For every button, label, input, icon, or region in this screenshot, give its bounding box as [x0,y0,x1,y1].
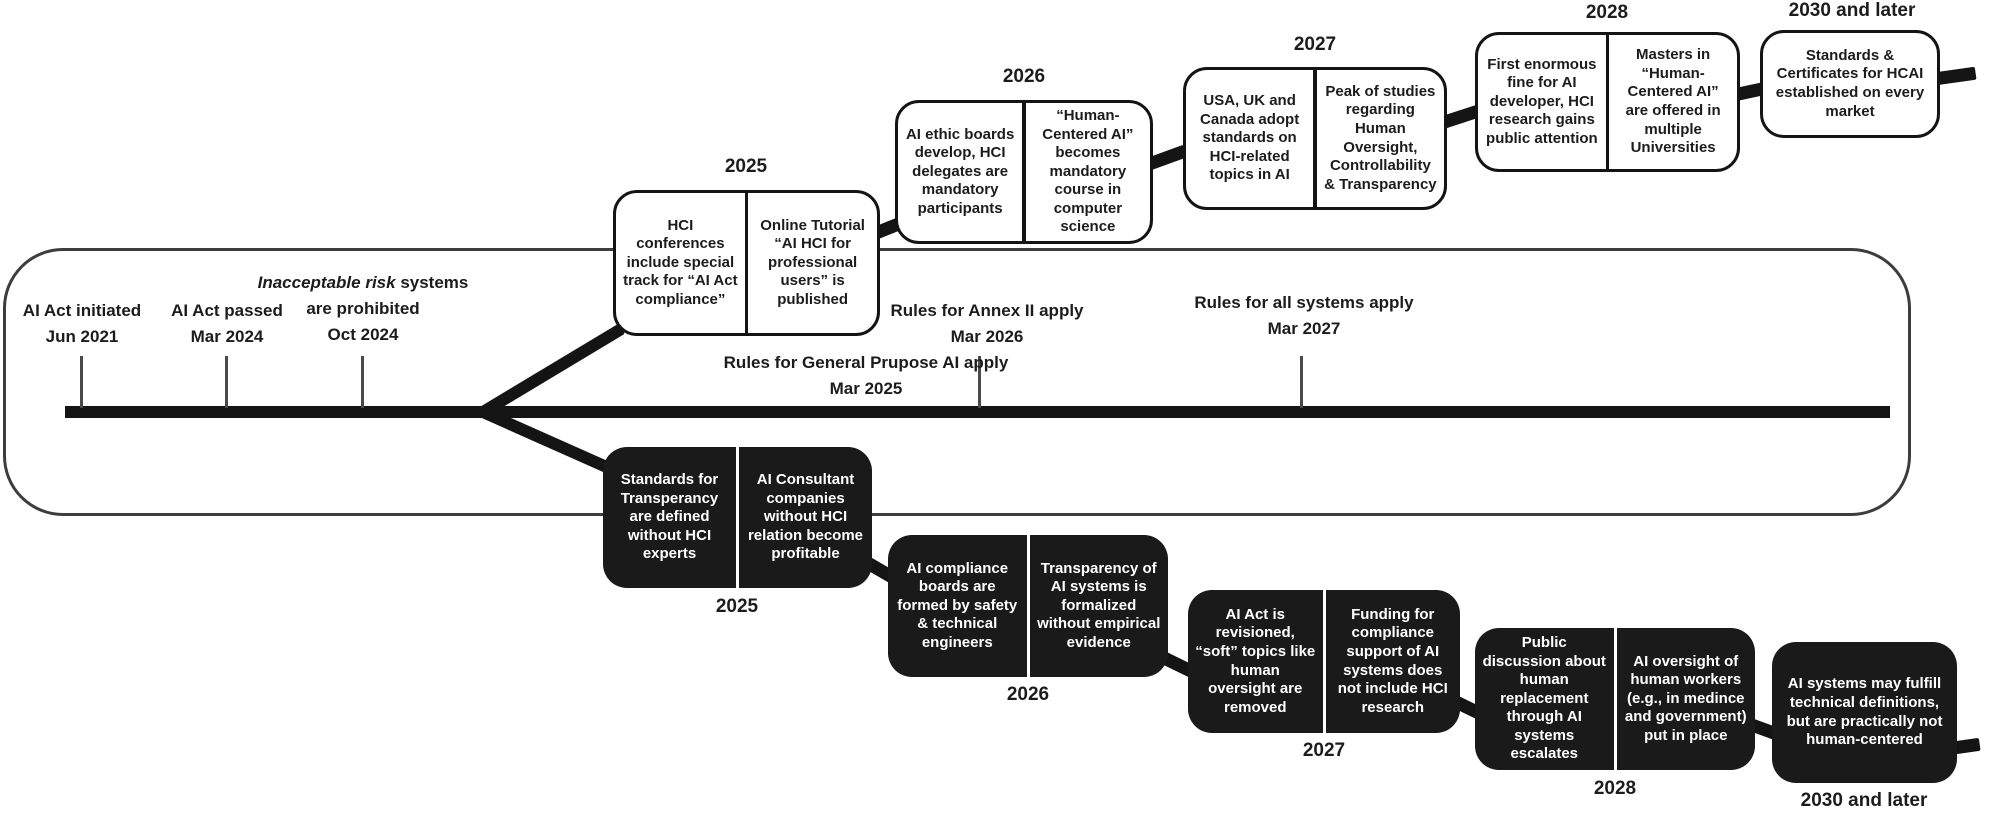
eu-ai-act-frame [3,248,1911,516]
divider [1613,628,1617,770]
event-text: Online Tutorial “AI HCI for professional… [760,216,865,308]
event-text: Standards for Transperancy are defined w… [620,471,719,563]
event-text: First enormous fine for AI developer, HC… [1486,55,1598,147]
event-box: AI Act is revisioned, “soft” topics like… [1188,590,1323,733]
event-text: AI systems may fulfill technical definit… [1786,675,1943,749]
event-text: Masters in “Human-Centered AI” are offer… [1625,46,1721,157]
divider [744,193,749,333]
milestone-date: Mar 2024 [190,327,264,346]
event-box: Standards for Transperancy are defined w… [603,447,736,588]
year-label-2030-negative: 2030 and later [1800,790,1928,811]
events-2025-positive: HCI conferences include special track fo… [613,190,880,336]
event-box: USA, UK and Canada adopt standards on HC… [1186,70,1313,207]
event-box: AI oversight of human workers (e.g., in … [1617,628,1756,770]
event-text: Transparency of AI systems is formalized… [1037,559,1161,651]
event-box: Masters in “Human-Centered AI” are offer… [1609,35,1737,169]
divider [1605,35,1610,169]
event-box: AI Consultant companies without HCI rela… [739,447,872,588]
timeline-axis [65,406,1890,418]
year-label-2026-negative: 2026 [1006,684,1050,705]
milestone-ai-act-passed: AI Act passed Mar 2024 [117,298,337,350]
milestone-date: Mar 2027 [1267,319,1341,338]
events-2028-negative: Public discussion about human replacemen… [1475,628,1755,770]
milestone-all-systems-rules: Rules for all systems apply Mar 2027 [1164,290,1444,342]
event-box: Peak of studies regarding Human Oversigh… [1317,70,1444,207]
events-2027-negative: AI Act is revisioned, “soft” topics like… [1188,590,1460,733]
event-text: “Human-Centered AI” becomes mandatory co… [1042,106,1134,236]
event-box: Transparency of AI systems is formalized… [1030,535,1169,677]
year-label-2025-positive: 2025 [724,156,768,177]
year-label-2026-positive: 2026 [1002,66,1046,87]
connector-positive-future-stub [1937,66,1977,85]
year-label-2025-negative: 2025 [715,596,759,617]
event-box: Public discussion about human replacemen… [1475,628,1614,770]
events-2026-negative: AI compliance boards are formed by safet… [888,535,1168,677]
tick-mar-2027 [1300,356,1303,408]
year-label-2027-positive: 2027 [1293,34,1337,55]
tick-jun-2021 [80,356,83,408]
milestone-inacceptable-risk: Inacceptable risk systems are prohibited… [238,270,488,348]
event-text: Peak of studies regarding Human Oversigh… [1324,82,1437,193]
year-label-2028-positive: 2028 [1585,2,1629,23]
event-text: AI compliance boards are formed by safet… [897,559,1018,651]
event-box: Funding for compliance support of AI sys… [1326,590,1461,733]
event-box: AI compliance boards are formed by safet… [888,535,1027,677]
milestone-annex-ii-rules: Rules for Annex II apply Mar 2026 [857,298,1117,350]
event-box: Standards & Certificates for HCAI establ… [1763,33,1937,135]
year-label-2030-positive: 2030 and later [1788,0,1916,21]
event-box: Online Tutorial “AI HCI for professional… [748,193,877,333]
milestone-date: Oct 2024 [327,325,399,344]
milestone-date: Mar 2025 [829,379,903,398]
events-2025-negative: Standards for Transperancy are defined w… [603,447,872,588]
milestone-text: are prohibited [306,299,420,318]
events-2028-positive: First enormous fine for AI developer, HC… [1475,32,1740,172]
milestone-text: Rules for Annex II apply [890,301,1084,320]
milestone-text: Inacceptable risk systems [257,273,469,292]
milestone-text: Rules for General Prupose AI apply [723,353,1009,372]
events-2027-positive: USA, UK and Canada adopt standards on HC… [1183,67,1447,210]
event-text: AI Consultant companies without HCI rela… [747,471,864,563]
event-box: AI ethic boards develop, HCI delegates a… [898,103,1022,241]
event-text: AI Act is revisioned, “soft” topics like… [1195,605,1316,716]
events-2026-positive: AI ethic boards develop, HCI delegates a… [895,100,1153,244]
tick-mar-2026 [978,356,981,408]
divider [1022,103,1026,241]
event-text: AI ethic boards develop, HCI delegates a… [905,125,1015,217]
milestone-text: Rules for all systems apply [1194,293,1414,312]
event-box: AI systems may fulfill technical definit… [1772,642,1957,783]
year-label-2027-negative: 2027 [1302,740,1346,761]
event-text: Funding for compliance support of AI sys… [1337,605,1448,716]
divider [736,447,739,588]
event-text: Public discussion about human replacemen… [1482,633,1606,763]
divider [1026,535,1030,677]
milestone-date: Jun 2021 [45,327,119,346]
tick-oct-2024 [361,356,364,408]
event-box: “Human-Centered AI” becomes mandatory co… [1026,103,1150,241]
milestone-date: Mar 2026 [950,327,1024,346]
events-2030-negative: AI systems may fulfill technical definit… [1772,642,1957,783]
tick-mar-2024 [225,356,228,408]
event-box: HCI conferences include special track fo… [616,193,745,333]
milestone-text: AI Act initiated [22,301,142,320]
milestone-ai-act-initiated: AI Act initiated Jun 2021 [0,298,192,350]
year-label-2028-negative: 2028 [1593,778,1637,799]
milestone-gpai-rules: Rules for General Prupose AI apply Mar 2… [686,350,1046,402]
event-box: First enormous fine for AI developer, HC… [1478,35,1606,169]
milestone-text: AI Act passed [171,301,283,320]
event-text: Standards & Certificates for HCAI establ… [1775,46,1925,120]
event-text: AI oversight of human workers (e.g., in … [1624,652,1747,744]
divider [1313,70,1317,207]
event-text: USA, UK and Canada adopt standards on HC… [1200,92,1300,184]
event-text: HCI conferences include special track fo… [623,216,738,308]
events-2030-positive: Standards & Certificates for HCAI establ… [1760,30,1940,138]
divider [1322,590,1326,733]
